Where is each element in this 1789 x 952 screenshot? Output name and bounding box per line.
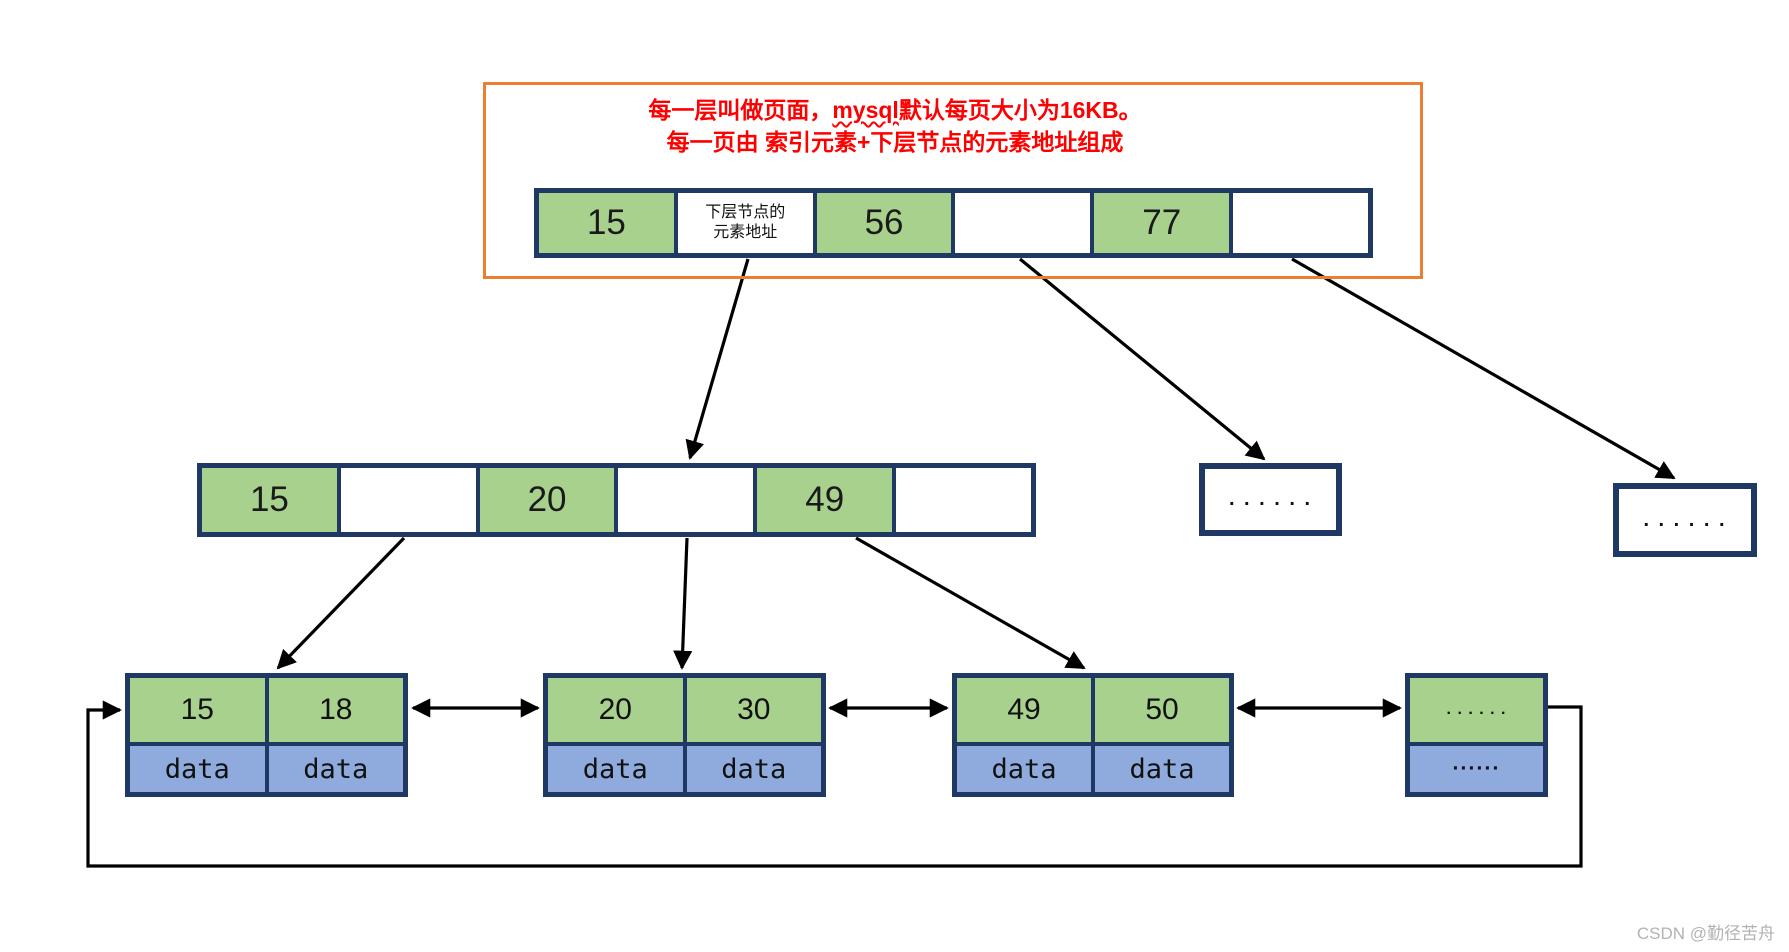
root-cell-child-address: 下层节点的 元素地址 [677,193,813,253]
address-label-line1: 下层节点的 [705,204,786,221]
leaf-page-node-2: 20 30 data data [543,673,826,797]
annotation-line1-post: 默认每页大小为16KB。 [898,97,1142,123]
leaf2-data-2: data [686,746,821,792]
root-cell-empty-1 [955,193,1091,253]
leaf-page-node-3: 49 50 data data [952,673,1234,797]
address-label-line2: 元素地址 [713,224,778,241]
root-cell-key-77: 77 [1094,193,1230,253]
internal-cell-empty-3 [896,468,1031,532]
annotation-line1-pre: 每一层叫做页面， [648,97,833,123]
ellipsis-page-node-1: . . . . . . [1199,463,1342,536]
internal-cell-empty-1 [340,468,476,532]
internal-cell-empty-2 [618,468,754,532]
arrow-internal-to-leaf-3 [855,536,1086,670]
annotation-line-1: 每一层叫做页面，mysql默认每页大小为16KB。 [498,94,1292,126]
leaf1-data-2: data [268,746,403,792]
ellipsis-page-node-2: . . . . . . [1613,483,1757,557]
annotation-line-2: 每一页由 索引元素+下层节点的元素地址组成 [666,129,1124,155]
root-cell-key-15: 15 [539,193,674,253]
leaf3-key-49: 49 [957,678,1091,742]
arrow-internal-to-leaf-1 [276,536,406,670]
annotation-mysql-word: mysql [832,97,899,123]
leaf3-key-50: 50 [1095,678,1229,742]
leaf2-key-30: 30 [686,678,821,742]
internal-page-node: 15 20 49 [197,463,1036,537]
internal-cell-key-49: 49 [757,468,893,532]
watermark: CSDN @勤径苦舟 [1636,924,1775,943]
internal-cell-key-20: 20 [479,468,615,532]
leaf1-data-1: data [130,746,265,792]
arrow-root-to-internal-node [685,258,750,460]
leaf1-key-15: 15 [130,678,265,742]
arrow-root-to-ellipsis-2 [1291,257,1676,480]
leaf3-data-1: data [957,746,1091,792]
annotation-text: 每一层叫做页面，mysql默认每页大小为16KB。 每一页由 索引元素+下层节点… [498,94,1292,158]
arrow-root-to-ellipsis-1 [1018,257,1266,461]
root-cell-empty-2 [1233,193,1368,253]
leaf3-data-2: data [1095,746,1229,792]
annotation-box [483,82,1423,279]
root-cell-key-56: 56 [816,193,952,253]
arrow-internal-to-leaf-2 [673,537,693,670]
leaf1-key-18: 18 [268,678,403,742]
root-page-node: 15 下层节点的 元素地址 56 77 [534,188,1373,258]
leaf-page-node-1: 15 18 data data [125,673,408,797]
leaf2-data-1: data [548,746,683,792]
leaf4-key-ellipsis: . . . . . . [1410,678,1543,742]
internal-cell-key-15: 15 [202,468,337,532]
leaf2-key-20: 20 [548,678,683,742]
leaf4-data-ellipsis: ······ [1410,746,1543,792]
leaf-page-node-ellipsis: . . . . . . ······ [1405,673,1548,797]
